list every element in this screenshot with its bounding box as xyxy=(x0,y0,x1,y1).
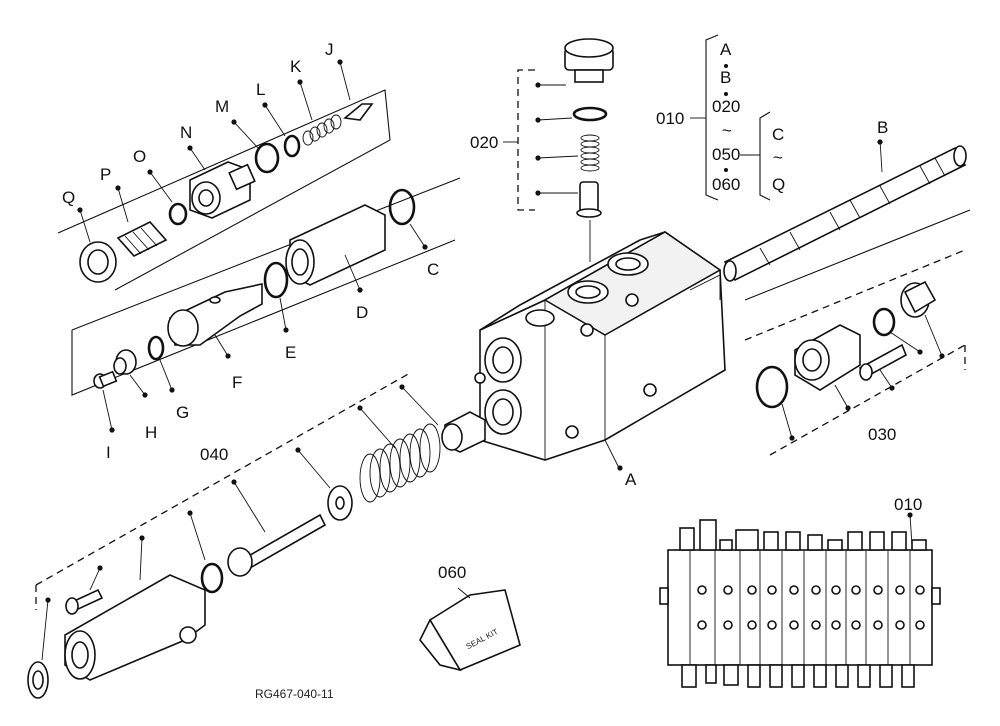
label-e: E xyxy=(285,343,296,362)
label-a: A xyxy=(625,470,637,489)
label-f: F xyxy=(232,373,242,392)
label-h: H xyxy=(145,423,157,442)
figure-id: RG467-040-11 xyxy=(255,687,334,701)
legend-line-060: 060 xyxy=(712,175,740,194)
label-i: I xyxy=(106,443,111,462)
group-040-parts xyxy=(27,384,486,699)
label-o: O xyxy=(133,147,146,166)
label-g: G xyxy=(176,403,189,422)
legend-line-020: 020 xyxy=(712,97,740,116)
label-010: 010 xyxy=(656,109,684,128)
label-j: J xyxy=(325,40,334,59)
label-040: 040 xyxy=(200,445,228,464)
valve-stack-inset xyxy=(659,512,941,688)
group-labels: 010 020 030 040 060 010 RG467-040-11 xyxy=(200,109,922,701)
relief-valve-upper-parts xyxy=(77,59,374,283)
spool-b xyxy=(723,145,967,282)
relief-valve-lower-parts xyxy=(93,188,428,433)
legend-sub-q: Q xyxy=(772,175,785,194)
label-b: B xyxy=(877,118,888,137)
legend-line-050: 050 xyxy=(712,145,740,164)
group-030-parts xyxy=(755,280,945,441)
legend-010: A B 020 ~ 050 060 C ~ Q xyxy=(690,40,785,194)
label-q: Q xyxy=(62,188,75,207)
legend-line-b: B xyxy=(720,68,731,87)
label-010-inset: 010 xyxy=(894,495,922,514)
label-d: D xyxy=(356,303,368,322)
label-030: 030 xyxy=(868,425,896,444)
legend-sub-c: C xyxy=(772,125,784,144)
label-060: 060 xyxy=(438,563,466,582)
label-c: C xyxy=(427,260,439,279)
label-p: P xyxy=(100,165,111,184)
legend-tilde-1: ~ xyxy=(722,121,732,140)
label-n: N xyxy=(180,123,192,142)
label-m: M xyxy=(215,97,229,116)
group-020-parts xyxy=(535,38,614,262)
label-k: K xyxy=(290,57,302,76)
label-020: 020 xyxy=(470,133,498,152)
assembly-boundaries xyxy=(35,34,971,610)
valve-body-a xyxy=(474,231,726,461)
label-l: L xyxy=(256,80,265,99)
seal-kit-060: SEAL KIT xyxy=(419,587,521,672)
part-labels: J K L M N O P Q C D E F G H I A B xyxy=(62,40,888,489)
legend-tilde-2: ~ xyxy=(773,148,783,167)
legend-line-a: A xyxy=(720,40,732,59)
